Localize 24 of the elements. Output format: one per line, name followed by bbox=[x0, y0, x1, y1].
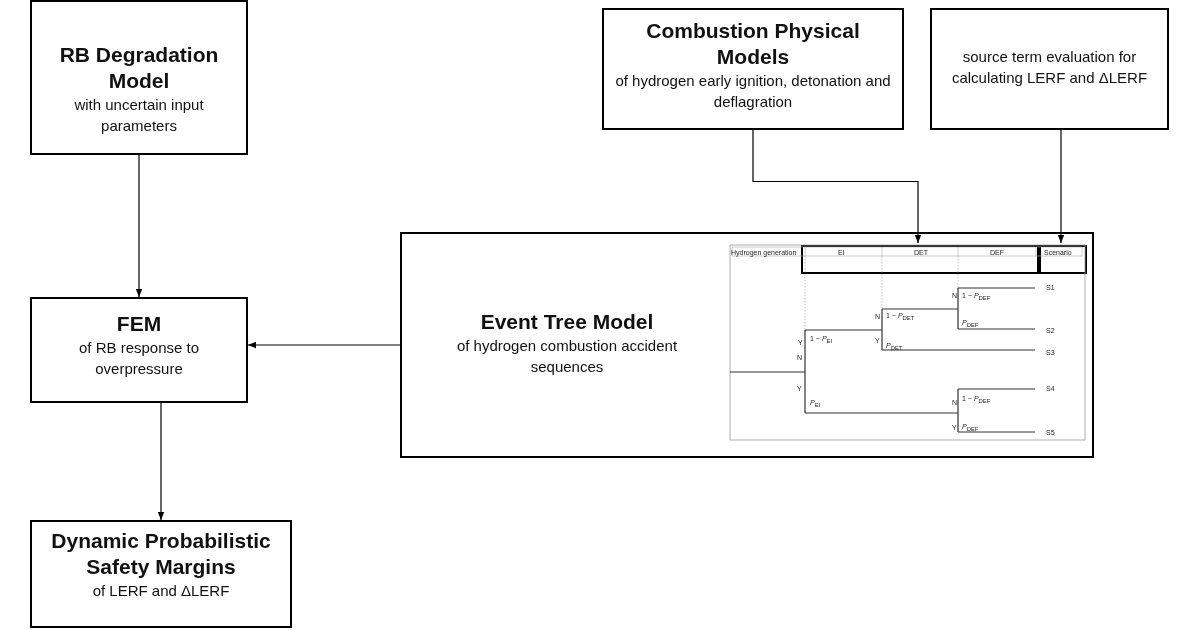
highlight-box bbox=[1039, 245, 1087, 274]
box-title: Combustion Physical Models bbox=[645, 18, 861, 70]
box-title: Dynamic Probabilistic Safety Margins bbox=[50, 528, 272, 580]
process-box bbox=[30, 297, 248, 403]
arrow bbox=[1057, 129, 1065, 244]
box-title: Event Tree Model bbox=[479, 309, 655, 335]
model-panel bbox=[400, 232, 1094, 458]
highlight-box bbox=[801, 245, 1039, 274]
box-description: of hydrogen early ignition, detonation and deflagration bbox=[614, 71, 892, 112]
arrow bbox=[752, 129, 922, 244]
box-description: of RB response to overpressure bbox=[77, 338, 201, 379]
process-box bbox=[30, 520, 292, 628]
box-title: RB Degradation Model bbox=[58, 42, 220, 94]
box-title: FEM bbox=[115, 311, 163, 337]
box-description: source term evaluation for calculating LERF and ΔLERF bbox=[950, 47, 1149, 88]
process-box bbox=[30, 0, 248, 155]
box-description: of LERF and ΔLERF bbox=[91, 581, 231, 601]
process-box bbox=[602, 8, 904, 130]
arrow bbox=[157, 402, 165, 521]
process-box bbox=[930, 8, 1169, 130]
arrow bbox=[247, 341, 401, 349]
arrow bbox=[135, 154, 143, 298]
box-description: of hydrogen combustion accident sequences bbox=[455, 336, 679, 377]
box-description: with uncertain input parameters bbox=[73, 95, 205, 136]
